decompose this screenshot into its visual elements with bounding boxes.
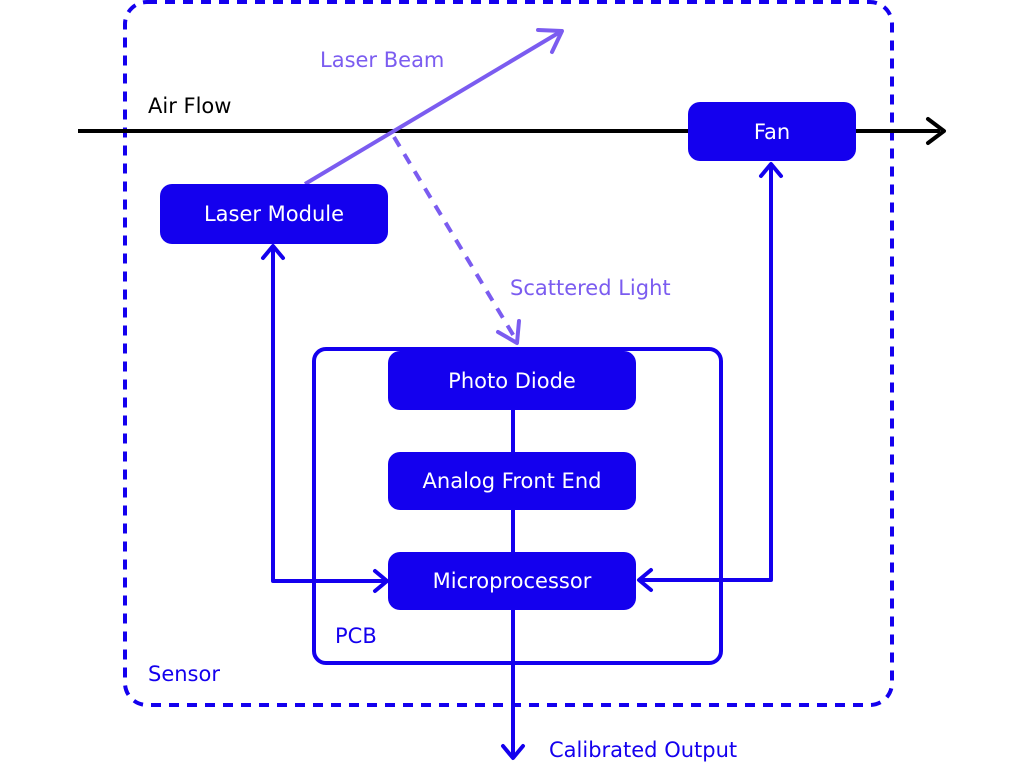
laser-to-micro-line [271,246,387,583]
node-analog-front-end: Analog Front End [388,452,636,510]
pcb-label: PCB [335,624,377,648]
node-microprocessor: Microprocessor [388,552,636,610]
sensor-boundary [123,0,894,707]
micro-left-arrowhead [373,569,389,593]
laser-beam-arrow [303,28,564,186]
micro-right-arrowhead [637,568,653,592]
laser-arrowhead [261,244,285,260]
air-flow-label: Air Flow [148,94,231,118]
fan-to-micro-line [639,164,773,582]
laser-beam-label: Laser Beam [320,48,444,72]
node-fan: Fan [688,102,856,161]
node-photo-diode: Photo Diode [388,351,636,410]
photo-diode-label: Photo Diode [448,369,576,393]
analog-front-end-label: Analog Front End [423,469,602,493]
node-laser-module: Laser Module [160,184,388,244]
microprocessor-label: Microprocessor [433,569,592,593]
fan-arrowhead [759,162,783,178]
scattered-light-label: Scattered Light [510,276,671,300]
calibrated-output-label: Calibrated Output [549,738,737,762]
output-arrowhead [501,744,525,760]
connectors [261,162,783,760]
fan-label: Fan [754,120,790,144]
pcb-boundary [312,347,723,665]
sensor-label: Sensor [148,662,220,686]
scattered-light-arrow [392,135,521,345]
laser-module-label: Laser Module [204,202,344,226]
